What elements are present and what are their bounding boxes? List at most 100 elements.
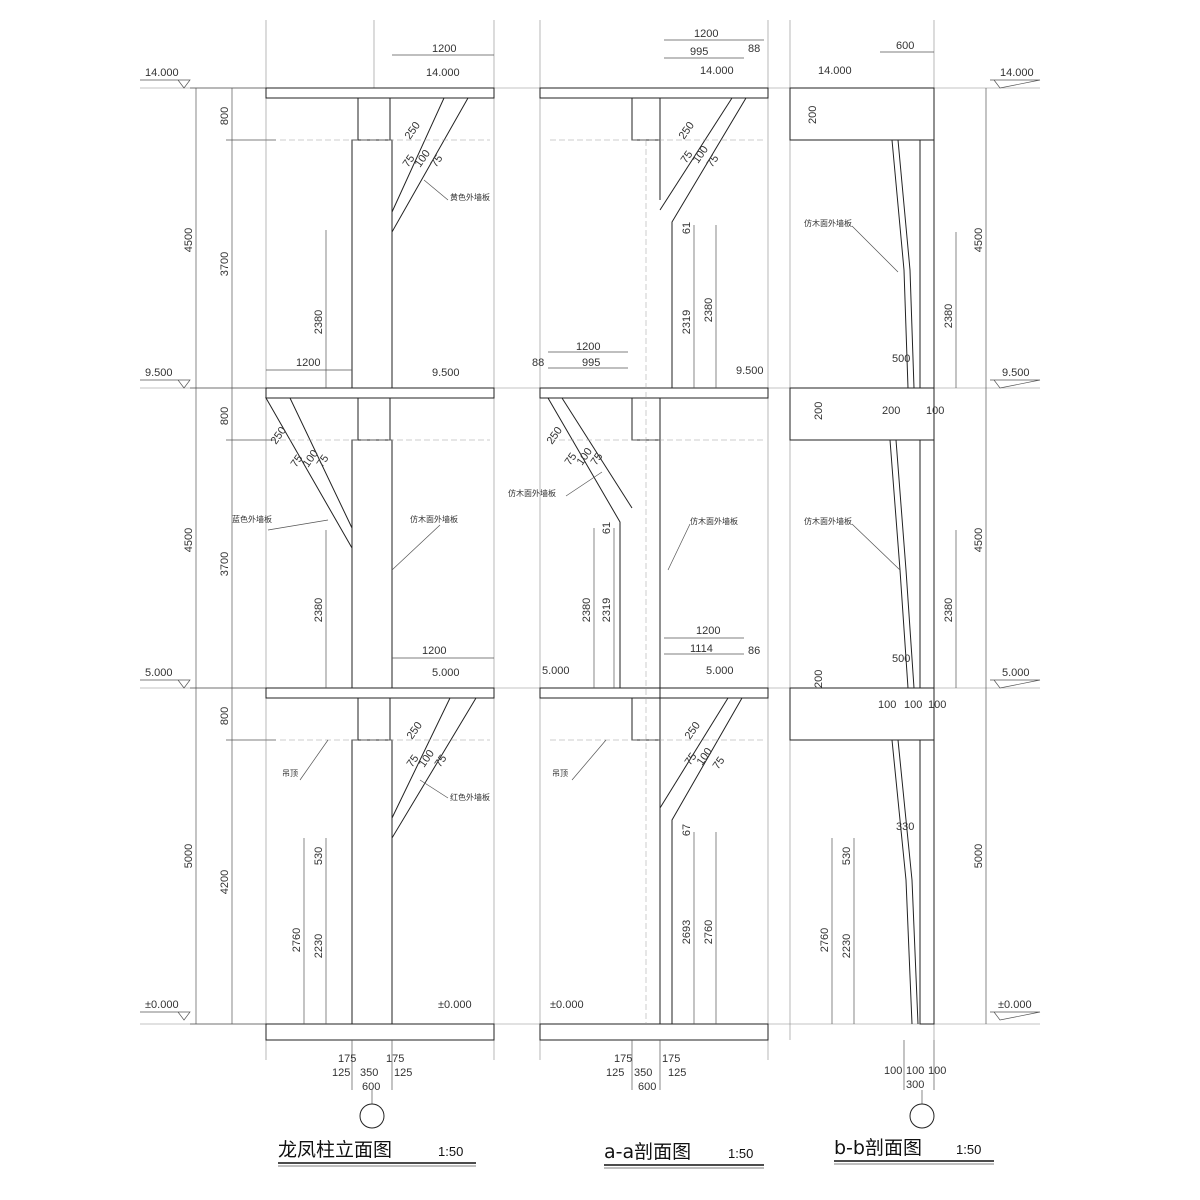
dim-width: 1200 bbox=[422, 645, 446, 657]
section-aa-panel: 1200 995 88 14.000 1200 995 88 9.500 120… bbox=[508, 20, 769, 1169]
left-level-markers: 14.000 9.500 5.000 ±0.000 bbox=[140, 67, 191, 1021]
dim-width: 1114 bbox=[690, 643, 713, 655]
dim-width: 88 bbox=[748, 43, 760, 55]
level-label: 5.000 bbox=[145, 667, 173, 679]
note-label: 红色外墙板 bbox=[450, 792, 490, 802]
dim-clear-height: 4200 bbox=[219, 870, 231, 894]
note-label: 仿木面外墙板 bbox=[508, 488, 556, 498]
dim-brace: 250 bbox=[683, 720, 703, 742]
level-label: ±0.000 bbox=[550, 999, 584, 1011]
dim-clear-height: 3700 bbox=[219, 252, 231, 276]
level-label: 14.000 bbox=[145, 67, 179, 79]
dim-brace: 75 bbox=[401, 153, 418, 170]
dim-slab: 100 bbox=[904, 699, 922, 711]
dim-height: 530 bbox=[841, 847, 853, 865]
dim-base: 125 bbox=[332, 1067, 350, 1079]
scale-section-bb: 1:50 bbox=[956, 1142, 981, 1157]
note-label: 吊顶 bbox=[282, 769, 298, 778]
dim-width: 1200 bbox=[432, 43, 456, 55]
dim-width: 995 bbox=[582, 357, 600, 369]
dim-beam-depth: 800 bbox=[219, 707, 231, 725]
dim-base: 175 bbox=[338, 1053, 356, 1065]
dim-height: 2380 bbox=[313, 598, 325, 622]
note-label: 仿木面外墙板 bbox=[804, 218, 852, 228]
dim-height: 67 bbox=[681, 824, 693, 836]
dim-height: 2319 bbox=[681, 310, 693, 334]
dim-width: 86 bbox=[748, 645, 760, 657]
dim-base: 100 bbox=[906, 1065, 924, 1077]
dim-brace: 75 bbox=[405, 753, 422, 770]
dim-brace: 75 bbox=[683, 751, 700, 768]
dim-width: 1200 bbox=[576, 341, 600, 353]
level-label: 14.000 bbox=[1000, 67, 1034, 79]
title-section-aa: a-a剖面图 bbox=[604, 1141, 691, 1163]
level-label: ±0.000 bbox=[145, 999, 179, 1011]
dim-floor-height: 5000 bbox=[973, 844, 985, 868]
dim-height: 2380 bbox=[943, 598, 955, 622]
dim-brace: 75 bbox=[433, 753, 450, 770]
dim-brace: 100 bbox=[413, 148, 433, 170]
dim-height: 2760 bbox=[291, 928, 303, 952]
level-label: ±0.000 bbox=[438, 999, 472, 1011]
dim-brace: 250 bbox=[403, 120, 423, 142]
dim-base: 600 bbox=[362, 1081, 380, 1093]
dim-slab: 200 bbox=[807, 106, 819, 124]
dim-height: 2380 bbox=[703, 298, 715, 322]
dim-floor-height: 4500 bbox=[973, 528, 985, 552]
dim-base: 350 bbox=[634, 1067, 652, 1079]
note-label: 蓝色外墙板 bbox=[232, 514, 272, 524]
dim-beam-depth: 800 bbox=[219, 107, 231, 125]
level-label: 9.500 bbox=[145, 367, 173, 379]
dim-base: 100 bbox=[884, 1065, 902, 1077]
title-elevation: 龙凤柱立面图 bbox=[278, 1139, 392, 1161]
dim-height: 530 bbox=[313, 847, 325, 865]
dim-height: 2380 bbox=[943, 304, 955, 328]
scale-section-aa: 1:50 bbox=[728, 1146, 753, 1161]
dim-floor-height: 4500 bbox=[973, 228, 985, 252]
dim-height: 2230 bbox=[313, 934, 325, 958]
dim-beam-depth: 800 bbox=[219, 407, 231, 425]
dim-width: 995 bbox=[690, 46, 708, 58]
dim-slab: 200 bbox=[813, 402, 825, 420]
level-label: 5.000 bbox=[542, 665, 570, 677]
dim-brace: 75 bbox=[563, 451, 580, 468]
dim-base: 175 bbox=[386, 1053, 404, 1065]
section-bb-panel: 600 14.000 200 200 200 100 200 100 100 1… bbox=[789, 20, 994, 1165]
dim-height: 500 bbox=[892, 653, 910, 665]
dim-base: 175 bbox=[614, 1053, 632, 1065]
dim-clear-height: 3700 bbox=[219, 552, 231, 576]
axis-bubble bbox=[359, 1103, 385, 1129]
dim-base: 125 bbox=[394, 1067, 412, 1079]
level-label: 5.000 bbox=[432, 667, 460, 679]
scale-elevation: 1:50 bbox=[438, 1144, 463, 1159]
dim-width: 1200 bbox=[696, 625, 720, 637]
dim-height: 2760 bbox=[703, 920, 715, 944]
dim-width: 600 bbox=[896, 40, 914, 52]
note-label: 吊顶 bbox=[552, 769, 568, 778]
dim-base: 175 bbox=[662, 1053, 680, 1065]
dim-height: 2230 bbox=[841, 934, 853, 958]
dim-floor-height: 4500 bbox=[183, 528, 195, 552]
dim-brace: 75 bbox=[429, 153, 446, 170]
dim-brace: 75 bbox=[711, 755, 728, 772]
elevation-panel: 1200 14.000 1200 9.500 1200 5.000 ±0.000… bbox=[232, 20, 495, 1167]
dim-brace: 250 bbox=[545, 425, 565, 447]
level-label: 5.000 bbox=[706, 665, 734, 677]
dim-height: 500 bbox=[892, 353, 910, 365]
dim-width: 88 bbox=[532, 357, 544, 369]
dim-brace: 100 bbox=[417, 748, 437, 770]
level-label: 9.500 bbox=[736, 365, 764, 377]
note-label: 仿木面外墙板 bbox=[804, 516, 852, 526]
dim-brace: 75 bbox=[315, 453, 332, 470]
level-label: 14.000 bbox=[818, 65, 852, 77]
left-dimension-chain: 4500 4500 5000 800 800 800 3700 3700 420… bbox=[183, 87, 276, 1025]
level-label: 9.500 bbox=[1002, 367, 1030, 379]
dim-floor-height: 5000 bbox=[183, 844, 195, 868]
level-label: 14.000 bbox=[700, 65, 734, 77]
dim-height: 2693 bbox=[681, 920, 693, 944]
dim-brace: 75 bbox=[679, 149, 696, 166]
note-label: 仿木面外墙板 bbox=[410, 514, 458, 524]
dim-height: 2319 bbox=[601, 598, 613, 622]
dim-height: 330 bbox=[896, 821, 914, 833]
